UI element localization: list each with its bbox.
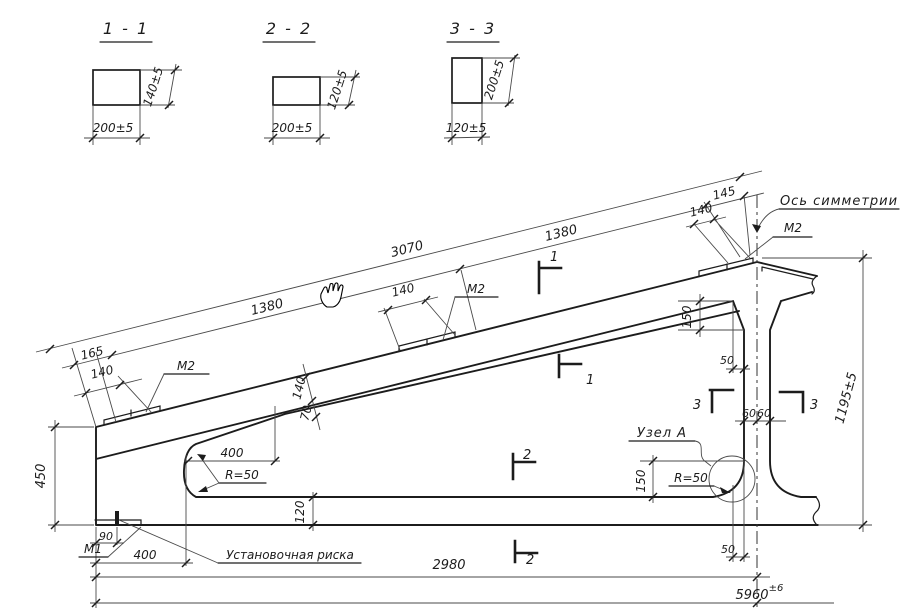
width-dim: 200±5 (93, 121, 134, 135)
dim-1380-right: 1380 (543, 222, 579, 245)
label-install-mark: Установочная риска (226, 548, 354, 562)
dim-ticks (447, 53, 519, 143)
axis-leader (757, 208, 780, 229)
node-a-leader (694, 440, 712, 467)
section-view-3-3: 3 - 3 120±5 200±5 (443, 19, 520, 145)
dim-5960: 5960 (735, 588, 768, 603)
height-dim: 140±5 (140, 65, 166, 108)
annotations: Ось симметрии М2 М2 М2 Узел А R=50 R=50 … (78, 194, 900, 564)
install-mark-tick (115, 511, 119, 524)
dim-150-node: 150 (634, 469, 648, 492)
cut-label-1-bottom: 1 (586, 373, 594, 388)
dim-2980: 2980 (432, 558, 465, 573)
sloped-dim-lines (35, 170, 765, 431)
label-m2-mid: М2 (467, 282, 485, 296)
dim-3070: 3070 (389, 238, 425, 261)
break-lines (811, 275, 821, 526)
dim-1380-left: 1380 (249, 296, 285, 319)
top-plates (103, 257, 814, 426)
m1-leader (107, 526, 142, 558)
dimension-texts: 3070 1380 1380 165 140 140 140 145 140 7… (34, 184, 861, 603)
dim-60-right: 60 (757, 407, 771, 420)
dim-ticks (88, 65, 180, 143)
section-cut-marks: 1 1 2 2 3 3 (511, 250, 818, 568)
dim-140-mid: 140 (390, 280, 416, 299)
dim-140-right: 140 (688, 200, 714, 219)
dim-140-left: 140 (89, 362, 115, 381)
embedded-plates (94, 257, 814, 526)
dim-120: 120 (293, 500, 307, 523)
section-rect (272, 76, 321, 106)
dim-50-node: 50 (721, 543, 735, 556)
dim-ticks (45, 172, 868, 608)
axis-leader-arrow (752, 224, 761, 233)
section-view-2-2: 2 - 2 200±5 120±5 (262, 19, 360, 145)
dim-lines (443, 54, 520, 145)
label-r50-opening: R=50 (225, 468, 259, 482)
m2-ridge-leader (744, 236, 774, 260)
cut-mark-2-top (511, 452, 537, 481)
r50-opening-leaders (200, 457, 220, 491)
dim-5960-tol: ±6 (769, 583, 784, 594)
cut-mark-1-bottom (557, 353, 583, 379)
dim-150-web: 150 (680, 305, 694, 328)
dim-lines (84, 63, 182, 145)
node-a-circle (708, 455, 756, 503)
m2-left-leader (145, 373, 165, 413)
section-view-1-1: 1 - 1 200±5 140±5 (84, 19, 182, 145)
cut-mark-1-top (537, 260, 563, 295)
r50-node-arrow (720, 487, 731, 493)
label-r50-node: R=50 (674, 471, 708, 485)
label-m2-ridge: М2 (784, 221, 802, 235)
label-axis-of-symmetry: Ось симметрии (780, 194, 898, 209)
section-title: 1 - 1 (103, 19, 149, 38)
hand-cursor (320, 282, 344, 308)
dim-165: 165 (79, 344, 105, 363)
label-m1: М1 (84, 542, 102, 556)
section-rect (92, 69, 141, 106)
dim-400-opening: 400 (221, 446, 244, 460)
dim-lines (264, 69, 360, 145)
dim-90: 90 (99, 530, 113, 543)
hand-cursor-shape (320, 282, 344, 308)
dim-145: 145 (711, 184, 737, 203)
cut-mark-3-right (778, 390, 805, 414)
r50-opening-arrow-bottom (198, 486, 208, 492)
cut-label-3-left: 3 (693, 398, 701, 413)
dim-ticks (268, 72, 360, 143)
dim-70: 70 (297, 404, 314, 423)
label-node-a: Узел А (637, 426, 687, 441)
section-title: 3 - 3 (450, 19, 496, 38)
dim-400-bottom: 400 (134, 548, 157, 562)
ortho-dim-lines (48, 250, 872, 608)
m2-mid-leader (442, 296, 456, 341)
dim-450: 450 (34, 464, 49, 489)
width-dim: 200±5 (272, 121, 313, 135)
width-dim: 120±5 (446, 121, 487, 135)
dim-140-depth: 140 (290, 375, 309, 401)
cut-label-1-top: 1 (550, 250, 558, 265)
sloped-ext-lines (71, 194, 751, 428)
cut-label-2-bottom: 2 (526, 553, 534, 568)
cut-mark-3-left (708, 388, 735, 414)
label-m2-left: М2 (177, 359, 195, 373)
dimension-lines (35, 170, 872, 608)
dim-60-left: 60 (742, 407, 756, 420)
dim-1195: 1195±5 (833, 371, 861, 425)
height-dim: 200±5 (481, 58, 507, 101)
cut-label-2-top: 2 (523, 448, 531, 463)
bottom-plate-m1 (94, 519, 142, 526)
section-title: 2 - 2 (266, 19, 312, 38)
install-mark-leader (118, 519, 219, 564)
r50-opening-arrow-top (197, 454, 206, 461)
section-rect (451, 57, 483, 104)
dim-50-web: 50 (720, 354, 734, 367)
cut-label-3-right: 3 (810, 398, 818, 413)
cut-mark-2-bottom (513, 539, 539, 564)
